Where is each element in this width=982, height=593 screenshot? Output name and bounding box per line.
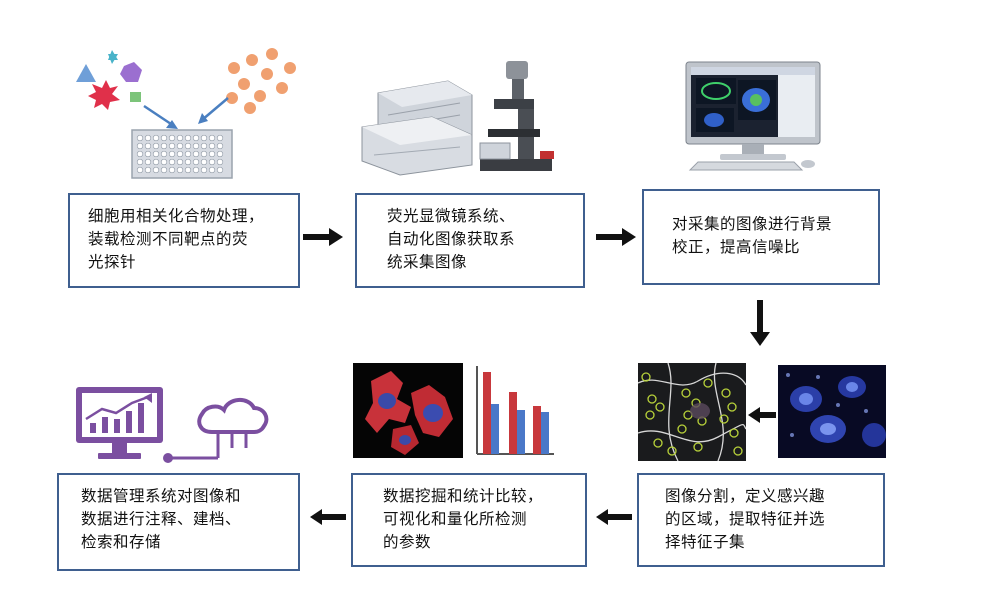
step-6-line-3: 检索和存储 [81, 533, 162, 551]
step-2-line-2: 自动化图像获取系 [387, 230, 516, 248]
step-box-image-acquisition: 荧光显微镜系统、 自动化图像获取系 统采集图像 [355, 193, 585, 288]
step-3-line-1: 对采集的图像进行背景 [672, 215, 833, 233]
arrow-left-3 [310, 509, 346, 525]
bar-chart-icon [476, 366, 554, 455]
arrow-right-2 [596, 228, 636, 246]
arrow-left-1 [748, 407, 776, 423]
step-3-line-2: 校正，提高信噪比 [672, 238, 801, 256]
step-6-line-2: 数据进行注释、建档、 [81, 510, 242, 528]
step-box-data-mining: 数据挖掘和统计比较， 可视化和量化所检测 的参数 [351, 473, 587, 567]
step-box-data-management: 数据管理系统对图像和 数据进行注释、建档、 检索和存储 [57, 473, 300, 571]
segmented-cells-image [638, 363, 746, 461]
step-5-line-3: 的参数 [383, 533, 432, 551]
step-1-line-2: 装载检测不同靶点的荧 [88, 230, 249, 248]
stained-cells-image [353, 363, 463, 458]
fluorescent-nuclei-image [778, 365, 886, 458]
step-4-line-2: 的区域，提取特征并选 [665, 510, 826, 528]
step-5-line-1: 数据挖掘和统计比较， [383, 487, 544, 505]
step-4-line-3: 择特征子集 [665, 533, 746, 551]
step-5-line-2: 可视化和量化所检测 [383, 510, 528, 528]
step-box-cell-treatment: 细胞用相关化合物处理， 装载检测不同靶点的荧 光探针 [68, 193, 300, 288]
microscope-system-icon [361, 61, 554, 176]
step-4-line-1: 图像分割，定义感兴趣 [665, 487, 826, 505]
step-1-line-3: 光探针 [88, 253, 137, 271]
arrow-right-1 [303, 228, 343, 246]
arrow-left-2 [596, 509, 632, 525]
analytics-monitor-icon [76, 387, 163, 459]
step-2-line-3: 统采集图像 [387, 253, 468, 271]
step-box-image-segmentation: 图像分割，定义感兴趣 的区域，提取特征并选 择特征子集 [637, 473, 885, 567]
step-box-background-correction: 对采集的图像进行背景 校正，提高信噪比 [642, 189, 880, 285]
step-1-line-1: 细胞用相关化合物处理， [88, 207, 265, 225]
cloud-storage-icon [163, 398, 269, 463]
step-6-line-1: 数据管理系统对图像和 [81, 487, 242, 505]
step-2-line-1: 荧光显微镜系统、 [387, 207, 516, 225]
imaging-computer-icon [685, 61, 821, 171]
arrow-down [750, 300, 770, 346]
compound-plate-icon [76, 48, 296, 179]
